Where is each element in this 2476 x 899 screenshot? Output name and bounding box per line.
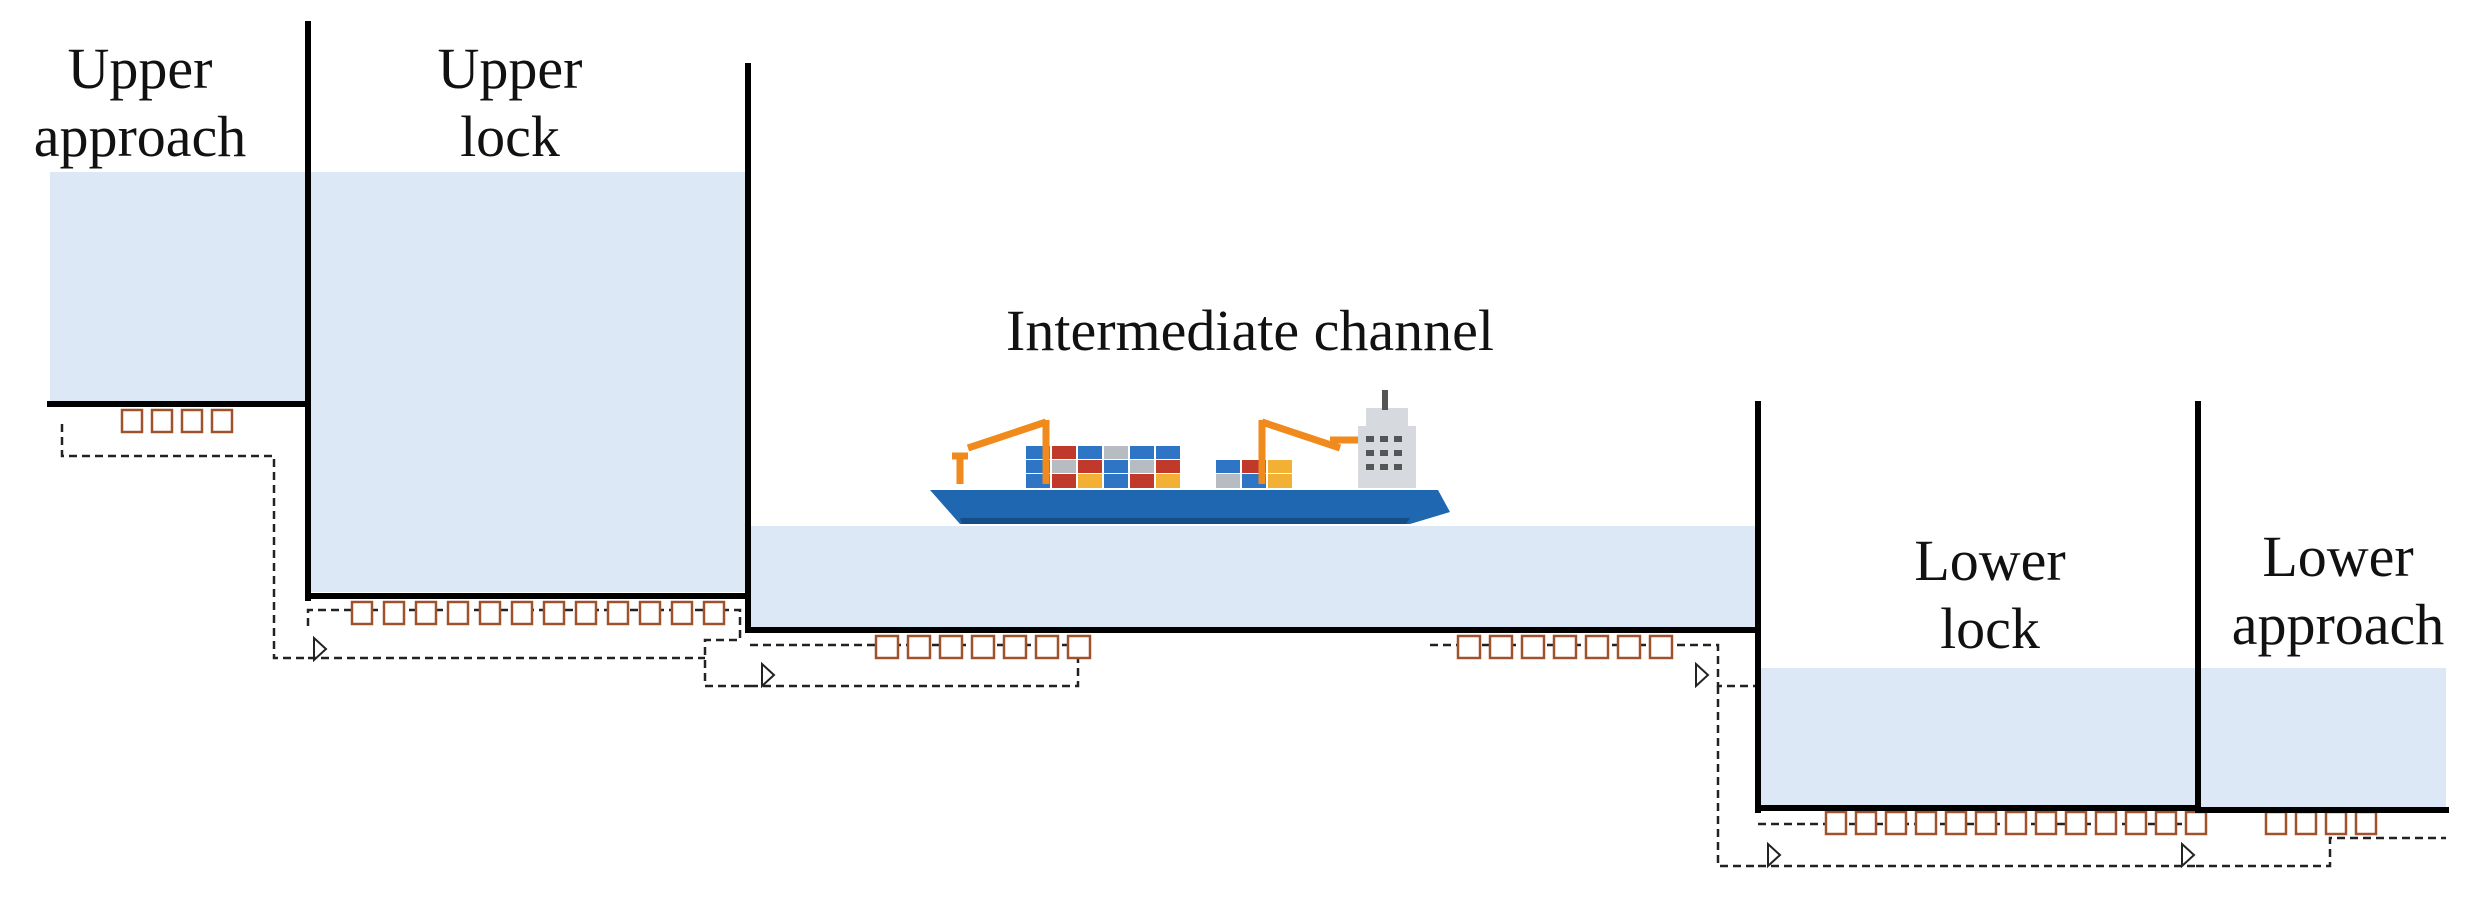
culvert-outlet-box [2064, 810, 2088, 836]
culvert-outlet-box [478, 600, 502, 626]
culvert-outlet-box [1884, 810, 1908, 836]
label-upper-lock-line2: lock [460, 104, 560, 169]
culvert-outlet-box [350, 600, 374, 626]
culvert-outlet-box [382, 600, 406, 626]
upper-approach-water [50, 172, 305, 402]
culvert-outlet-box [2154, 810, 2178, 836]
water-bodies [50, 172, 2446, 808]
culvert-outlet-box [180, 408, 204, 434]
valve-3 [1695, 661, 1710, 689]
culvert-outlet-box [1944, 810, 1968, 836]
culvert-outlet-box [210, 408, 234, 434]
culvert-outlet-box [1034, 634, 1060, 660]
culvert-outlet-box [2324, 810, 2348, 836]
label-upper-lock-line1: Upper [437, 36, 583, 101]
culvert-outlet-box [702, 600, 726, 626]
culvert-outlet-box [1520, 634, 1546, 660]
culvert-outlet-box [1824, 810, 1848, 836]
culvert-upper [60, 424, 308, 660]
culvert-outlet-box [120, 408, 144, 434]
lower-lock-water [1758, 668, 2196, 808]
culvert-outlet-box [574, 600, 598, 626]
label-lower-approach-line2: approach [2231, 592, 2445, 657]
container-ship-icon [930, 390, 1450, 524]
valve-5 [2181, 841, 2196, 869]
upper-lock-water [308, 172, 748, 592]
culvert-outlet-box [542, 600, 566, 626]
valve-2 [761, 661, 776, 689]
label-lower-lock: Lower lock [1870, 532, 2110, 658]
culvert-outlet-box [2124, 810, 2148, 836]
label-lower-lock-line2: lock [1940, 596, 2040, 661]
culvert-outlet-box [1616, 634, 1642, 660]
culvert-outlet-box [150, 408, 174, 434]
culvert-outlet-box [2184, 810, 2208, 836]
label-upper-approach-line1: Upper [67, 36, 213, 101]
culvert-outlet-box [2294, 810, 2318, 836]
culvert-lower-lock-left [1716, 686, 1758, 868]
culvert-outlets [120, 408, 2378, 836]
valve-1 [313, 635, 328, 663]
culvert-outlet-box [1066, 634, 1092, 660]
culvert-outlet-box [606, 600, 630, 626]
valves [313, 635, 2196, 869]
label-lower-approach: Lower approach [2200, 528, 2476, 654]
label-lower-lock-line1: Lower [1914, 528, 2066, 593]
culvert-upper-lock [306, 608, 750, 688]
culvert-outlet-box [2004, 810, 2028, 836]
culvert-outlet-box [414, 600, 438, 626]
culvert-outlet-box [2094, 810, 2118, 836]
label-lower-approach-line1: Lower [2262, 524, 2414, 589]
culvert-outlet-box [1552, 634, 1578, 660]
culvert-outlet-box [1456, 634, 1482, 660]
culvert-outlet-box [2354, 810, 2378, 836]
culvert-outlet-box [1974, 810, 1998, 836]
valve-4 [1767, 841, 1782, 869]
label-intermediate-channel: Intermediate channel [1006, 298, 1494, 363]
label-upper-lock: Upper lock [400, 40, 620, 166]
culvert-outlet-box [1648, 634, 1674, 660]
culvert-outlet-box [906, 634, 932, 660]
culvert-outlet-box [638, 600, 662, 626]
culvert-outlet-box [1488, 634, 1514, 660]
culvert-outlet-box [970, 634, 996, 660]
culvert-outlet-box [1002, 634, 1028, 660]
culvert-outlet-box [2034, 810, 2058, 836]
culvert-outlet-box [446, 600, 470, 626]
culvert-outlet-box [510, 600, 534, 626]
culvert-outlet-box [2264, 810, 2288, 836]
structure-walls [47, 21, 2449, 813]
label-upper-approach: Upper approach [10, 40, 270, 166]
culvert-outlet-box [874, 634, 900, 660]
culvert-outlet-box [670, 600, 694, 626]
culvert-outlet-box [1854, 810, 1878, 836]
lower-approach-water [2198, 668, 2446, 808]
culvert-lower-approach [2196, 836, 2446, 868]
culvert-outlet-box [1914, 810, 1938, 836]
label-upper-approach-line2: approach [33, 104, 247, 169]
culvert-outlet-box [1584, 634, 1610, 660]
intermediate-channel-water [750, 526, 1758, 630]
culvert-outlet-box [938, 634, 964, 660]
